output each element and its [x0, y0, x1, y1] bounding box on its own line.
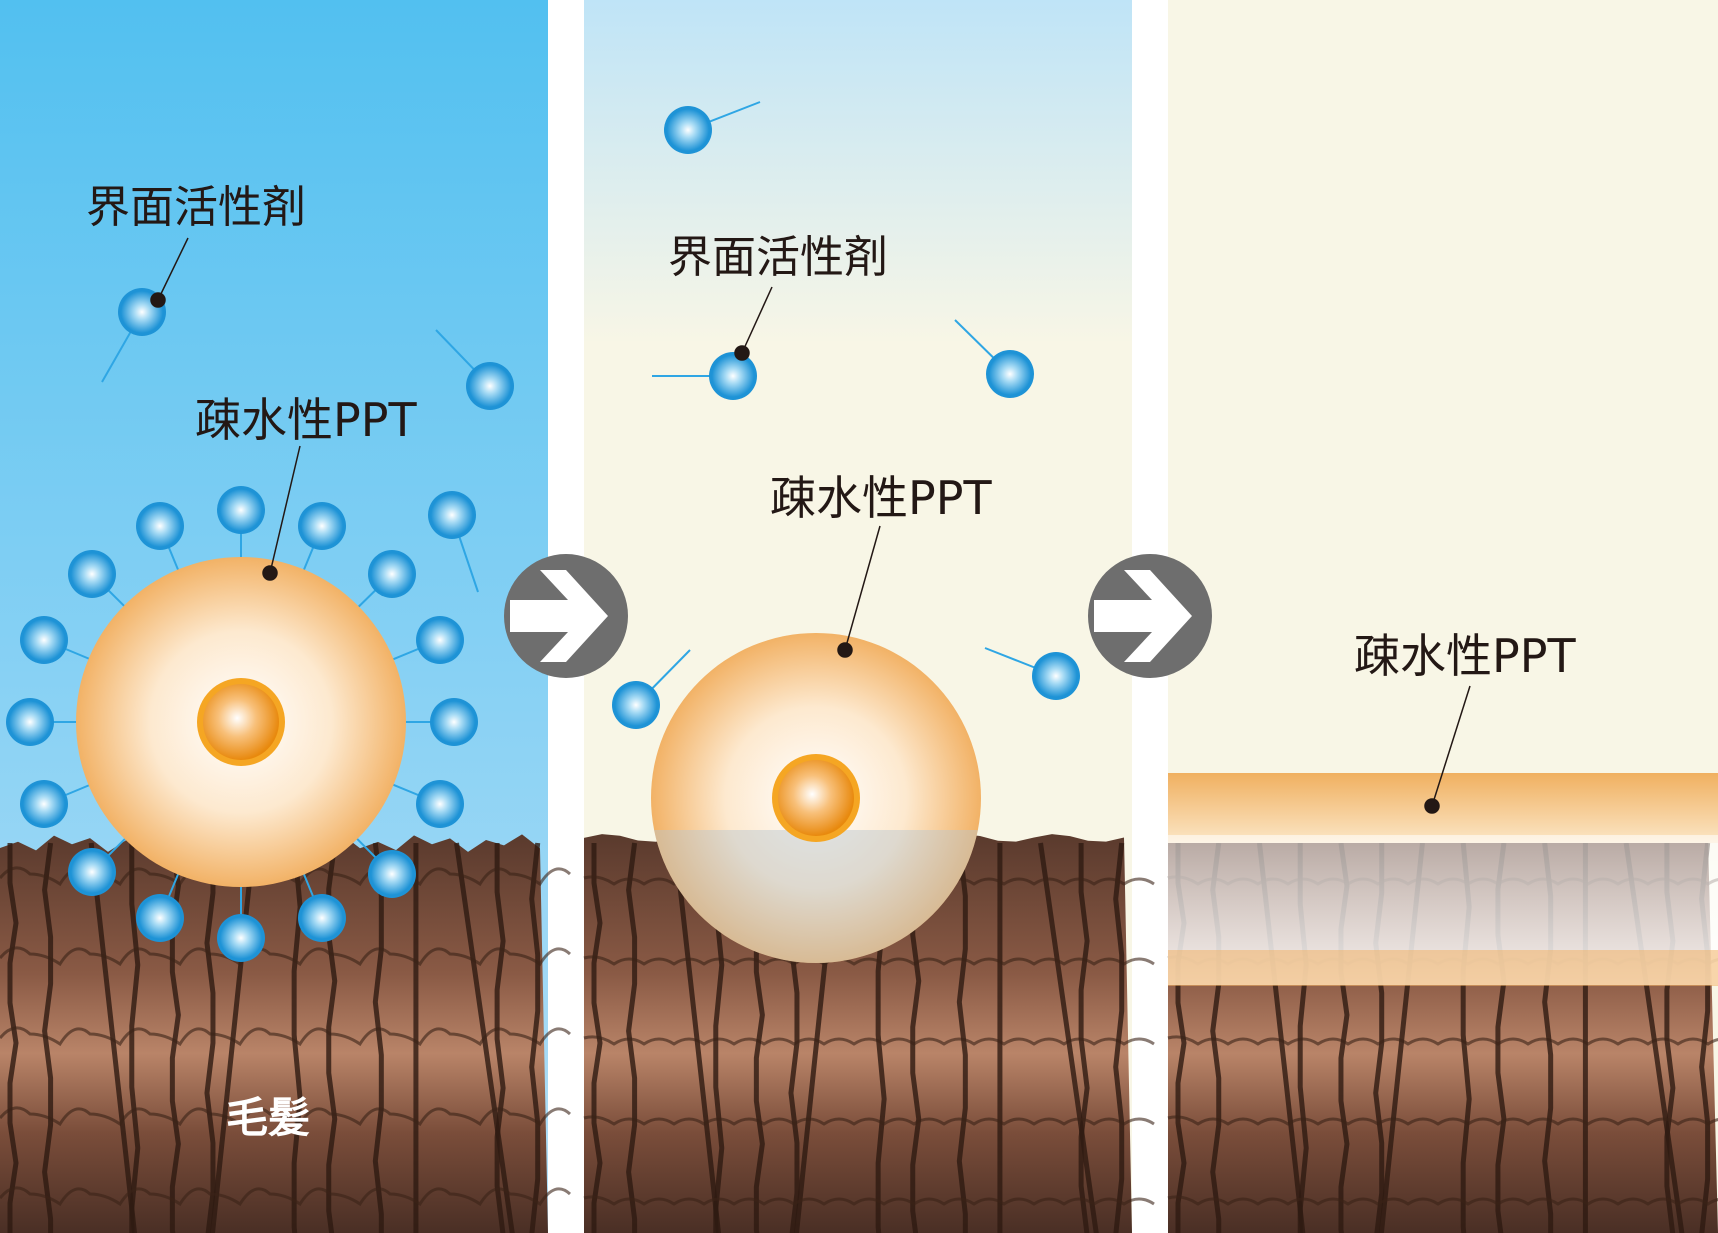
surfactant-molecule — [399, 698, 478, 746]
hair-crack — [42, 842, 54, 1233]
surfactant-molecule — [435, 329, 514, 410]
ppt-sphere-2 — [651, 633, 981, 963]
hair-scale — [583, 1195, 1155, 1206]
ppt-label: 疎水性PPT — [770, 471, 992, 525]
panel-3 — [1167, 0, 1718, 1233]
surfactant-molecule — [217, 486, 265, 565]
surfactant-molecule — [352, 550, 416, 614]
hair-scale — [583, 1115, 1155, 1126]
right-arrow-icon — [1088, 554, 1212, 678]
surfactant-label: 界面活性剤 — [86, 182, 306, 233]
surfactant-molecule — [428, 491, 479, 593]
surfactant-molecule — [68, 550, 132, 614]
leader-lines — [150, 237, 1471, 814]
ppt-coating-layer — [1168, 773, 1718, 843]
hair-crack — [956, 842, 968, 1233]
surfactant-molecule — [612, 649, 691, 729]
hair-scale — [0, 1106, 572, 1127]
surfactant-molecule — [388, 616, 464, 664]
surfactant-molecule — [388, 780, 464, 828]
hair-crack — [209, 842, 257, 1233]
surfactant-molecule — [20, 616, 96, 664]
hair-scale — [583, 1035, 1155, 1046]
hair-surface — [583, 834, 1155, 1233]
hair-scale — [1167, 1115, 1718, 1126]
surfactant-molecules — [6, 101, 1080, 962]
surfactant-molecule — [298, 502, 346, 578]
hair-crack — [7, 843, 19, 1233]
hair-crack — [372, 842, 384, 1233]
hair-scale — [0, 1186, 572, 1207]
surfactant-molecule — [136, 502, 184, 578]
hair-scale — [0, 1026, 572, 1047]
surfactant-molecule — [217, 883, 265, 962]
leader-dot — [1424, 798, 1440, 814]
surfactant-molecule — [20, 780, 96, 828]
hair-scale — [583, 955, 1155, 966]
surfactant-molecule — [6, 698, 85, 746]
surfactant-molecule — [652, 352, 757, 400]
panel-1 — [0, 0, 572, 1233]
hair-crack — [204, 843, 216, 1233]
surfactant-molecule — [984, 647, 1080, 700]
ppt-sphere-1 — [76, 557, 406, 887]
hair-surface — [0, 834, 572, 1233]
hair-crack — [129, 843, 141, 1233]
leader-dot — [734, 345, 750, 361]
surfactant-label: 界面活性剤 — [668, 232, 888, 283]
surfactant-molecule — [136, 866, 184, 942]
right-arrow-icon — [504, 554, 628, 678]
ppt-label: 疎水性PPT — [1354, 629, 1576, 683]
hair-crack — [1113, 842, 1125, 1233]
hair-crack — [626, 842, 638, 1233]
leader-dot — [150, 292, 166, 308]
surfactant-molecule — [68, 832, 132, 896]
hair-scale — [0, 946, 572, 967]
surfactant-molecule — [664, 101, 761, 154]
hair-crack — [494, 843, 506, 1233]
hair-crack — [529, 842, 541, 1233]
ppt-label: 疎水性PPT — [195, 393, 417, 447]
hair-scale — [1167, 1195, 1718, 1206]
leader-dot — [262, 565, 278, 581]
hair-crack — [1038, 842, 1099, 1233]
surfactant-molecule — [352, 834, 416, 898]
panel-2 — [583, 0, 1155, 1233]
surfactant-molecule — [298, 866, 346, 942]
hair-label: 毛髪 — [226, 1093, 310, 1142]
surfactant-molecule — [954, 319, 1034, 398]
hair-scale — [1167, 1035, 1718, 1046]
leader-dot — [837, 642, 853, 658]
ppt-coating-band — [1168, 950, 1718, 986]
hair-crack — [591, 843, 603, 1233]
